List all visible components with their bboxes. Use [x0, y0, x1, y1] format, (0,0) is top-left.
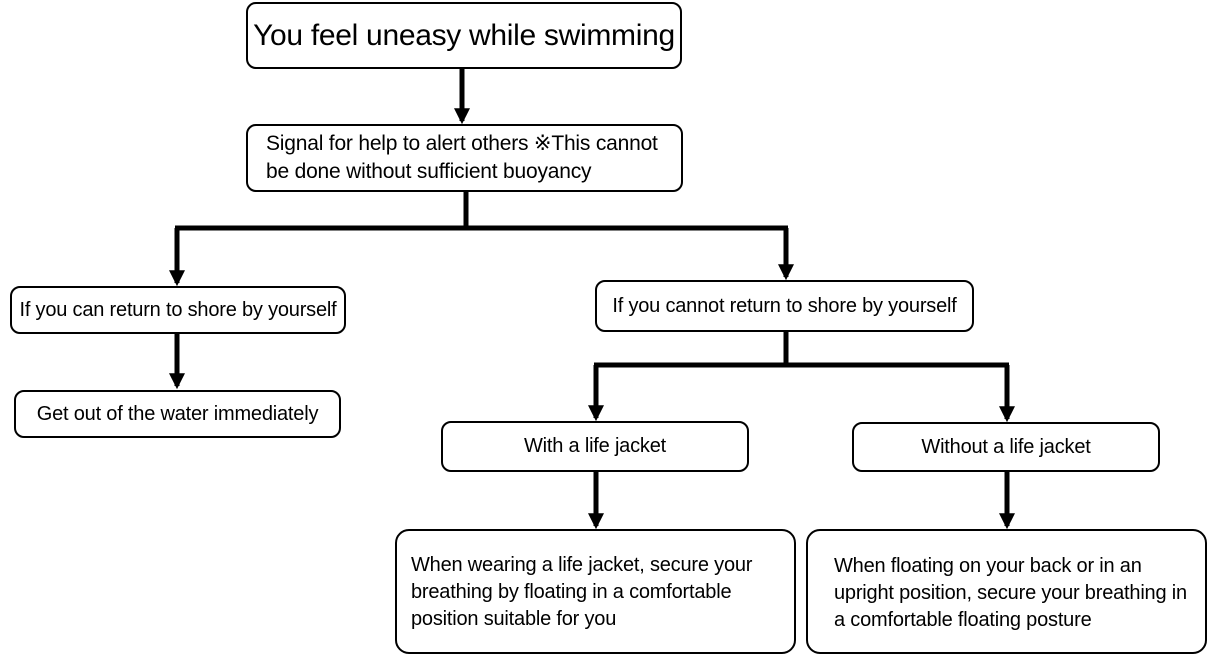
- with-life-jacket-action-node: When wearing a life jacket, secure your …: [395, 529, 796, 654]
- can-return-text: If you can return to shore by yourself: [19, 298, 337, 321]
- signal-for-help-node: Signal for help to alert others ※This ca…: [246, 124, 683, 192]
- get-out-text: Get out of the water immediately: [36, 402, 319, 425]
- start-node: You feel uneasy while swimming: [246, 2, 682, 69]
- with-life-jacket-text: With a life jacket: [523, 435, 666, 457]
- signal-for-help-text: Signal for help to alert others ※This ca…: [266, 132, 658, 183]
- start-node-text: You feel uneasy while swimming: [253, 18, 675, 52]
- without-life-jacket-node: Without a life jacket: [852, 422, 1160, 472]
- cannot-return-text: If you cannot return to shore by yoursel…: [612, 294, 957, 317]
- with-life-jacket-node: With a life jacket: [441, 421, 749, 472]
- with-life-jacket-action-text: When wearing a life jacket, secure your …: [411, 554, 753, 630]
- without-life-jacket-action-text: When floating on your back or in an upri…: [834, 555, 1187, 631]
- without-life-jacket-action-node: When floating on your back or in an upri…: [806, 529, 1207, 654]
- get-out-node: Get out of the water immediately: [14, 390, 341, 438]
- without-life-jacket-text: Without a life jacket: [921, 435, 1091, 458]
- can-return-node: If you can return to shore by yourself: [10, 286, 346, 334]
- cannot-return-node: If you cannot return to shore by yoursel…: [595, 280, 974, 332]
